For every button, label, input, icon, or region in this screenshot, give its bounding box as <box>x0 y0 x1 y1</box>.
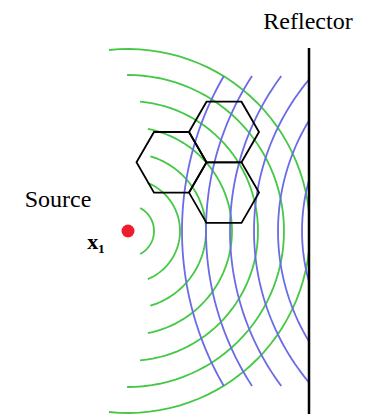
incident-wavefront <box>148 183 180 279</box>
reflected-waves <box>182 76 308 386</box>
source-label: Source <box>25 187 92 211</box>
position-label: x₁ <box>87 231 105 253</box>
incident-wavefront <box>127 75 284 387</box>
reflected-wavefront <box>278 76 308 386</box>
hexagon-cell <box>189 102 259 163</box>
incident-wavefront <box>140 208 154 254</box>
hexagon-cell <box>189 162 259 223</box>
reflected-wavefront <box>182 76 224 386</box>
reflector-label: Reflector <box>263 9 352 33</box>
reflected-wavefront <box>206 76 252 386</box>
hexagon-cell <box>137 132 207 193</box>
reflected-wavefront <box>230 76 281 386</box>
reflected-wavefront <box>254 76 308 386</box>
source-point <box>122 225 135 238</box>
reflector-wall <box>308 48 311 414</box>
incident-wavefront <box>140 102 258 361</box>
hexagon-cells <box>137 102 260 223</box>
